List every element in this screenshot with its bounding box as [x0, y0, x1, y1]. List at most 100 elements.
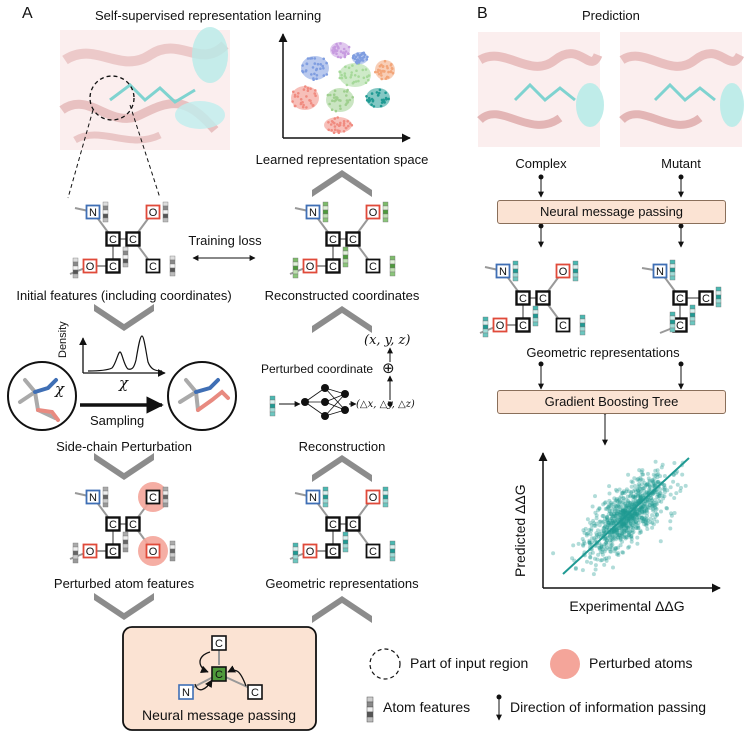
scatter-point	[598, 519, 603, 524]
scatter-point	[611, 535, 616, 539]
atom-feature-cell	[572, 272, 579, 278]
scatter-y-label: Predicted ΔΔG	[512, 484, 528, 577]
scatter-point	[650, 498, 654, 503]
scatter-point	[607, 509, 612, 513]
cluster-point	[361, 56, 365, 60]
scatter-point	[631, 494, 636, 499]
atom-feature-cell	[389, 255, 396, 261]
scatter-point	[597, 523, 602, 528]
scatter-point	[593, 494, 597, 499]
scatter-point	[615, 511, 620, 516]
cluster-point	[306, 89, 310, 92]
scatter-point	[582, 530, 587, 535]
cluster-point	[314, 94, 317, 98]
atom-feature-cell	[579, 318, 586, 324]
scatter-point	[653, 459, 658, 464]
scatter-point	[632, 516, 637, 521]
scatter-point	[601, 502, 606, 507]
scatter-point	[617, 497, 622, 502]
scatter-point	[573, 566, 578, 571]
cluster-point	[333, 45, 337, 49]
scatter-point	[626, 533, 631, 538]
scatter-point	[618, 536, 623, 541]
cluster-point	[336, 116, 340, 119]
atom-feature-cell	[669, 323, 676, 329]
scatter-point	[615, 518, 620, 523]
cluster-point	[364, 68, 368, 71]
scatter-point	[650, 501, 655, 506]
atom-feature-cell	[122, 531, 129, 537]
cluster-point	[378, 69, 382, 72]
scatter-point	[581, 543, 586, 548]
scatter-point	[614, 546, 619, 551]
scatter-point	[625, 516, 629, 521]
scatter-point	[637, 515, 642, 520]
scatter-point	[632, 516, 637, 521]
scatter-point	[628, 494, 632, 499]
scatter-point	[647, 502, 652, 507]
reconstruction-network	[279, 384, 357, 420]
scatter-point	[630, 505, 634, 509]
scatter-point	[613, 547, 618, 552]
atom-feature-cell	[122, 246, 129, 252]
atom-feature-cell	[102, 205, 109, 211]
atom-feature-cell	[342, 246, 349, 252]
scatter-point	[616, 526, 621, 530]
scatter-point	[643, 502, 647, 507]
scatter-point	[631, 524, 636, 529]
scatter-point	[605, 538, 609, 543]
scatter-point	[593, 556, 597, 561]
scatter-point	[636, 476, 640, 481]
scatter-point	[628, 503, 633, 508]
scatter-point	[594, 513, 599, 518]
scatter-point	[617, 513, 622, 518]
scatter-point	[637, 483, 642, 488]
scatter-point	[600, 550, 605, 554]
scatter-point	[614, 513, 619, 518]
atom-symbol: N	[656, 266, 664, 278]
scatter-point	[608, 516, 613, 521]
scatter-point	[629, 520, 634, 525]
legend-input-region-icon	[369, 648, 401, 680]
panel-b-letter: B	[477, 5, 488, 22]
scatter-point	[648, 506, 653, 510]
scatter-point	[624, 510, 629, 515]
scatter-point	[652, 484, 657, 489]
scatter-point	[656, 492, 661, 497]
scatter-point	[653, 483, 658, 488]
scatter-point	[653, 483, 657, 488]
scatter-point	[618, 511, 623, 515]
scatter-point	[649, 495, 654, 500]
atom-symbol: C	[539, 293, 547, 305]
atom-feature-cell	[322, 490, 329, 496]
scatter-point	[612, 496, 617, 501]
scatter-point	[606, 520, 611, 525]
scatter-point	[644, 491, 649, 496]
scatter-point	[639, 506, 644, 511]
scatter-point	[655, 475, 660, 480]
scatter-point	[624, 535, 629, 539]
cluster-point	[365, 58, 369, 61]
scatter-point	[642, 489, 647, 493]
mp-atom-symbol: C	[251, 687, 259, 699]
atom-feature-cell	[102, 494, 109, 500]
atom-feature-cell	[292, 261, 299, 267]
scatter-point	[611, 530, 616, 535]
scatter-point	[602, 516, 607, 521]
scatter-point	[623, 536, 628, 541]
scatter-point	[669, 513, 674, 518]
scatter-point	[606, 520, 611, 525]
scatter-point	[622, 521, 627, 526]
scatter-point	[647, 503, 652, 508]
scatter-point	[604, 540, 609, 545]
scatter-point	[612, 505, 617, 510]
atom-box	[105, 231, 121, 247]
atom-feature-cell	[162, 201, 169, 207]
scatter-point	[658, 491, 663, 496]
scatter-point	[651, 508, 656, 513]
scatter-point	[634, 525, 639, 530]
scatter-point	[619, 531, 624, 536]
scatter-point	[613, 513, 618, 518]
chevron-down-icon	[94, 453, 154, 480]
atom-feature-cell	[269, 399, 276, 405]
